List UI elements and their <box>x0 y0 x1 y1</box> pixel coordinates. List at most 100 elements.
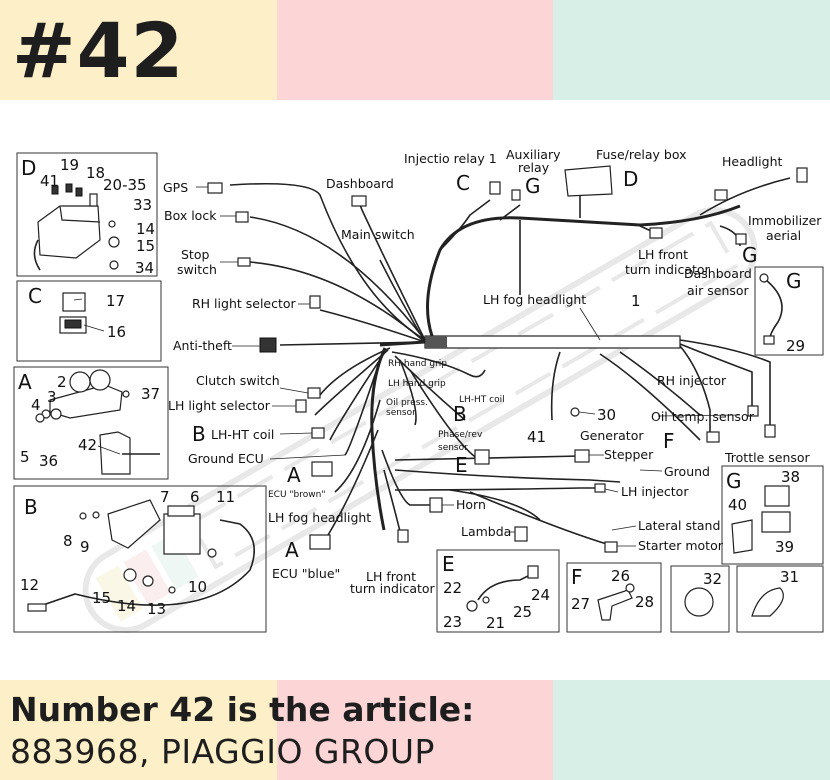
letter-a-inset: A <box>18 370 32 394</box>
svg-text:41: 41 <box>40 172 59 190</box>
inset-b-coil <box>27 499 256 612</box>
label-lambda: Lambda <box>461 524 511 539</box>
letter-g-aux: G <box>525 174 541 198</box>
label-injection-relay: Injectio relay 1 <box>404 151 497 166</box>
label-clutch-switch: Clutch switch <box>196 373 280 388</box>
letter-g-inset-bottom: G <box>726 469 742 493</box>
letter-a-brown: A <box>287 463 301 487</box>
svg-text:25: 25 <box>513 603 532 621</box>
label-ecu-brown: ECU "brown" <box>268 490 326 500</box>
svg-text:2: 2 <box>57 373 67 391</box>
inset-31 <box>736 565 824 633</box>
svg-text:31: 31 <box>780 568 799 586</box>
svg-text:29: 29 <box>786 337 805 355</box>
svg-text:26: 26 <box>611 567 630 585</box>
label-generator: Generator <box>580 428 644 443</box>
inset-e <box>436 549 560 633</box>
label-rh-light-selector: RH light selector <box>192 296 297 311</box>
inset-b <box>13 485 267 633</box>
svg-text:19: 19 <box>60 156 79 174</box>
article-number: 883968, PIAGGIO GROUP <box>10 732 435 771</box>
svg-text:12: 12 <box>20 576 39 594</box>
inset-c <box>16 280 162 362</box>
letter-c-relay: C <box>456 171 470 195</box>
top-color-band <box>0 0 830 100</box>
label-ecu-blue: ECU "blue" <box>272 566 340 581</box>
label-lh-hand-grip: LH hand grip <box>388 379 446 389</box>
letter-f-inset: F <box>571 565 583 589</box>
label-lh-light-selector: LH light selector <box>168 398 271 413</box>
svg-text:9: 9 <box>80 538 90 556</box>
letter-d-fuse: D <box>623 167 638 191</box>
label-lh-fog-headlight-left: LH fog headlight <box>268 510 371 525</box>
inset-g-bottom <box>721 465 824 565</box>
svg-text:30: 30 <box>597 406 616 424</box>
svg-text:7: 7 <box>160 488 170 506</box>
inset-g-top <box>754 266 824 356</box>
inset-f <box>566 562 662 633</box>
svg-text:39: 39 <box>775 538 794 556</box>
svg-text:33: 33 <box>133 196 152 214</box>
label-stepper: Stepper <box>604 447 654 462</box>
article-caption: Number 42 is the article: <box>10 690 475 729</box>
svg-text:3: 3 <box>47 388 57 406</box>
letter-b-inset: B <box>24 495 38 519</box>
svg-text:24: 24 <box>531 586 550 604</box>
inset-d <box>16 152 158 277</box>
svg-text:18: 18 <box>86 164 105 182</box>
watermark-logo <box>82 207 758 633</box>
letter-g-inset-top: G <box>786 269 802 293</box>
bottom-color-band <box>0 680 830 780</box>
letter-e-sensor: E <box>455 453 468 477</box>
letter-b-coil: B <box>453 402 467 426</box>
label-ground-ecu: Ground ECU <box>188 451 264 466</box>
svg-text:34: 34 <box>135 259 154 277</box>
label-headlight: Headlight <box>722 154 782 169</box>
letter-b-left: B <box>192 422 206 446</box>
svg-text:23: 23 <box>443 613 462 631</box>
label-ground: Ground <box>664 464 710 479</box>
svg-text:14: 14 <box>117 597 136 615</box>
inset-a-bracket <box>35 369 160 475</box>
svg-text:16: 16 <box>107 323 126 341</box>
svg-text:36: 36 <box>39 452 58 470</box>
label-box-lock: Box lock <box>164 208 217 223</box>
svg-text:42: 42 <box>78 436 97 454</box>
label-lh-fog-headlight-top: LH fog headlight <box>483 292 586 307</box>
svg-text:8: 8 <box>63 532 73 550</box>
svg-text:14: 14 <box>136 220 155 238</box>
letter-c-inset: C <box>28 284 42 308</box>
label-oil-temp-sensor: Oil temp. sensor <box>651 409 755 424</box>
svg-text:13: 13 <box>147 600 166 618</box>
inset-g-relay <box>731 485 791 554</box>
letter-f-oil: F <box>663 429 675 453</box>
label-trottle-sensor: Trottle sensor <box>724 450 811 465</box>
group-letters: C G D G D C A B B B A A E F G G E F <box>18 156 802 589</box>
inset-f-parts <box>597 583 635 621</box>
svg-text:15: 15 <box>136 237 155 255</box>
svg-text:22: 22 <box>443 579 462 597</box>
label-rh-injector: RH injector <box>657 373 727 388</box>
label-lh-ht-coil-left: LH-HT coil <box>211 427 274 442</box>
label-lh-ht-coil-right: LH-HT coil <box>459 395 505 405</box>
leader-lines <box>73 186 741 547</box>
inset-a <box>13 366 169 480</box>
label-rh-hand-grip: RH hand grip <box>388 359 447 369</box>
inset-31-clamp <box>751 587 784 617</box>
label-horn: Horn <box>456 497 486 512</box>
label-main-switch: Main switch <box>341 227 415 242</box>
label-starter-motor: Starter motor <box>638 538 724 553</box>
label-anti-theft: Anti-theft <box>173 338 232 353</box>
svg-text:32: 32 <box>703 570 722 588</box>
svg-text:38: 38 <box>781 468 800 486</box>
label-lateral-stand: Lateral stand <box>638 518 720 533</box>
label-gps: GPS <box>163 180 188 195</box>
svg-text:1: 1 <box>631 292 641 310</box>
inset-c-relay <box>59 292 87 334</box>
label-fuse-relay-box: Fuse/relay box <box>596 147 687 162</box>
